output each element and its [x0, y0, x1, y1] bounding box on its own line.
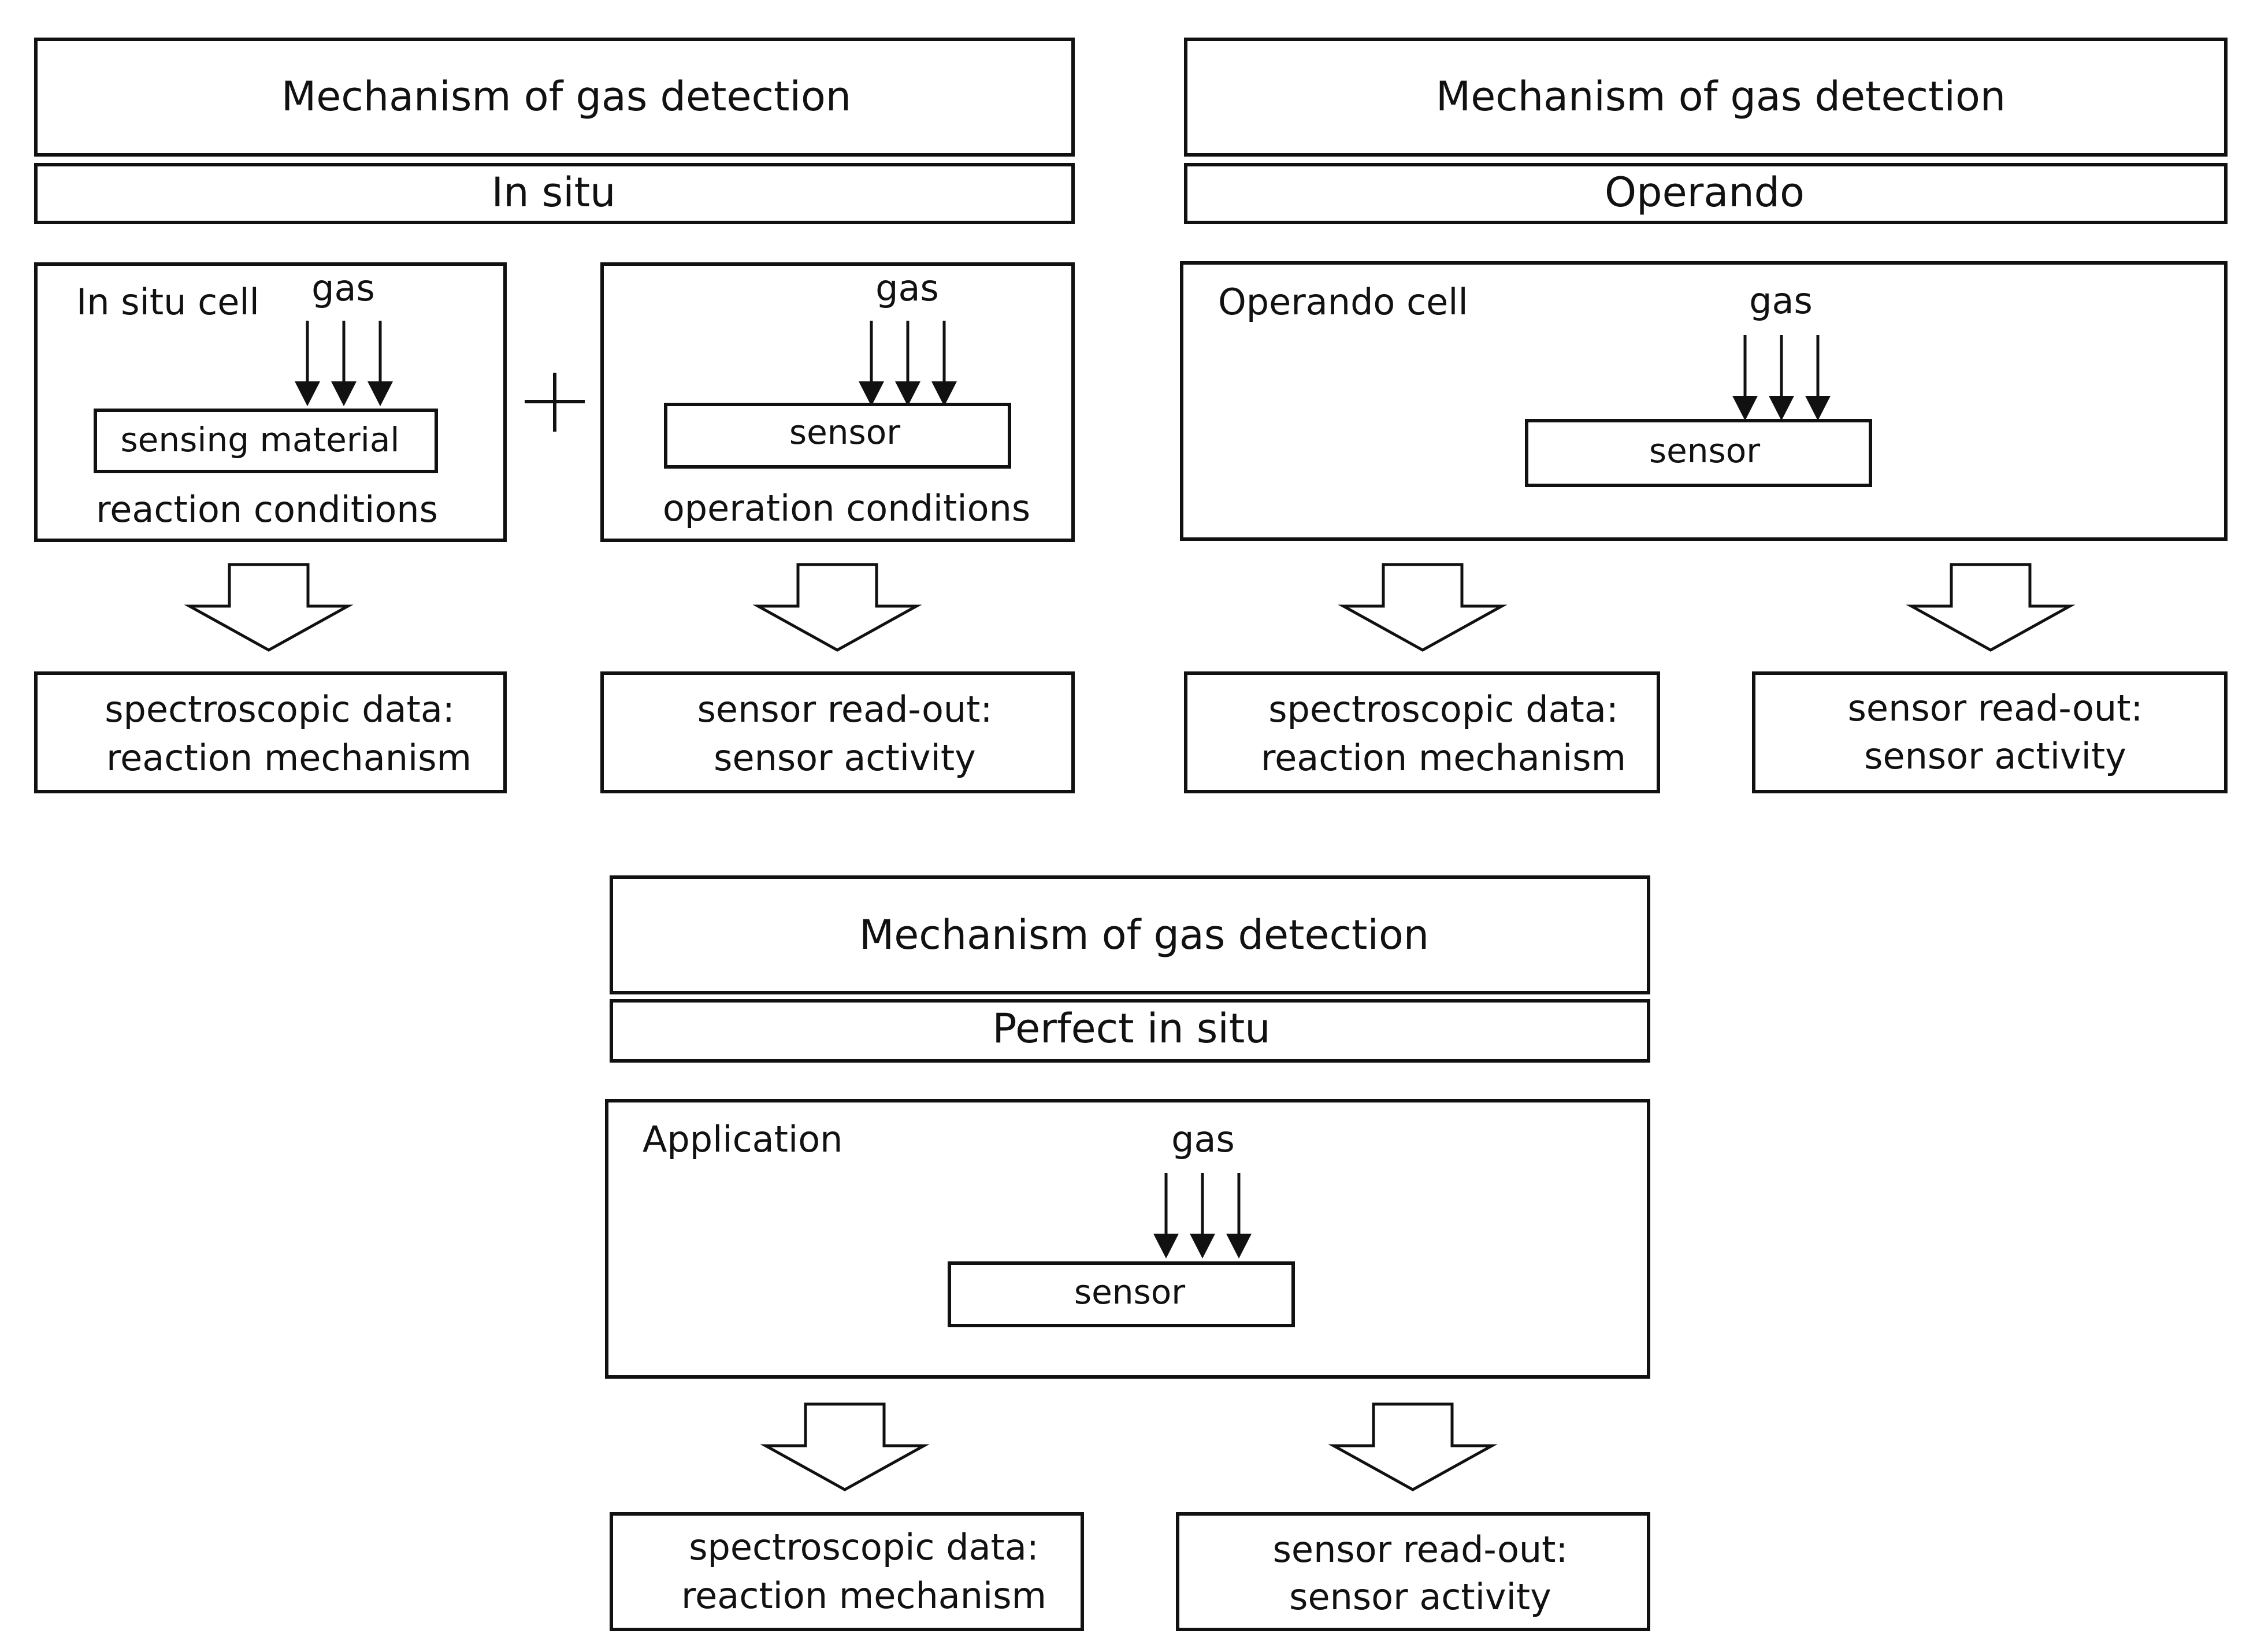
perfect-in-situ-output-left-line2: reaction mechanism	[681, 1575, 1046, 1617]
operando-sensor-box	[1525, 419, 1872, 487]
operando-cell-label: Operando cell	[1218, 281, 1468, 323]
in-situ-header-box	[34, 38, 1075, 157]
operando-output-left-box	[1184, 671, 1660, 793]
operation-conditions-label: operation conditions	[663, 487, 1030, 529]
in-situ-output-right-line1: sensor read-out:	[697, 688, 993, 730]
perfect-in-situ-output-right-line2: sensor activity	[1289, 1576, 1551, 1618]
operando-output-right-line2: sensor activity	[1864, 735, 2126, 777]
in-situ-subheader-box	[34, 163, 1075, 224]
in-situ-output-left-line1: spectroscopic data:	[105, 688, 455, 730]
in-situ-sensor-label: sensor	[789, 413, 900, 452]
in-situ-section: Mechanism of gas detection In situ In si…	[34, 38, 1075, 793]
perfect-in-situ-sensor-box	[948, 1261, 1295, 1327]
operando-cell-box	[1180, 261, 2228, 541]
operando-output-right-box	[1752, 671, 2228, 793]
sensing-material-box	[94, 409, 438, 473]
operando-output-left-line2: reaction mechanism	[1261, 737, 1626, 779]
perfect-in-situ-header-box	[610, 875, 1650, 994]
sensing-material-label: sensing material	[120, 420, 399, 459]
perfect-in-situ-right-down-arrow	[1334, 1404, 1492, 1490]
operando-sensor-label: sensor	[1649, 431, 1760, 470]
reaction-conditions-label: reaction conditions	[96, 488, 438, 530]
in-situ-sensor-cell-box	[600, 262, 1075, 542]
operando-output-right-line1: sensor read-out:	[1848, 687, 2143, 729]
in-situ-cell-box	[34, 262, 507, 542]
perfect-in-situ-output-left-box	[610, 1512, 1084, 1631]
plus-icon	[525, 373, 585, 432]
operando-left-down-arrow	[1343, 565, 1502, 650]
perfect-in-situ-subheader-box	[610, 999, 1650, 1063]
application-cell-label: Application	[643, 1118, 842, 1160]
operando-subheader: Operando	[1605, 169, 1805, 216]
perfect-in-situ-output-right-box	[1176, 1512, 1650, 1631]
perfect-in-situ-left-down-arrow	[766, 1404, 924, 1490]
operando-header-box	[1184, 38, 2228, 157]
perfect-in-situ-gas-label: gas	[1171, 1118, 1235, 1160]
in-situ-header: Mechanism of gas detection	[281, 73, 851, 120]
in-situ-left-down-arrow	[190, 565, 348, 650]
operando-subheader-box	[1184, 163, 2228, 224]
in-situ-sensor-box	[664, 403, 1011, 469]
operando-output-left-line1: spectroscopic data:	[1268, 688, 1618, 730]
perfect-in-situ-sensor-label: sensor	[1074, 1272, 1185, 1312]
application-cell-box	[605, 1099, 1650, 1379]
perfect-in-situ-section: Mechanism of gas detection Perfect in si…	[605, 875, 1650, 1631]
in-situ-output-right-line2: sensor activity	[714, 737, 976, 779]
operando-right-down-arrow	[1911, 565, 2070, 650]
operando-section: Mechanism of gas detection Operando Oper…	[1180, 38, 2228, 793]
in-situ-subheader: In situ	[492, 169, 616, 216]
operando-header: Mechanism of gas detection	[1436, 73, 2006, 120]
in-situ-output-right-box	[600, 671, 1075, 793]
perfect-in-situ-output-right-line1: sensor read-out:	[1273, 1528, 1568, 1571]
operando-gas-label: gas	[1749, 280, 1813, 322]
in-situ-output-left-line2: reaction mechanism	[106, 737, 472, 779]
perfect-in-situ-output-left-line1: spectroscopic data:	[689, 1526, 1039, 1568]
in-situ-right-down-arrow	[758, 565, 916, 650]
in-situ-output-left-box	[34, 671, 507, 793]
perfect-in-situ-subheader: Perfect in situ	[992, 1005, 1270, 1052]
in-situ-gas-label: gas	[311, 267, 375, 309]
in-situ-cell-label: In situ cell	[76, 281, 259, 323]
in-situ-sensor-gas-label: gas	[875, 267, 939, 309]
perfect-in-situ-header: Mechanism of gas detection	[859, 911, 1429, 959]
